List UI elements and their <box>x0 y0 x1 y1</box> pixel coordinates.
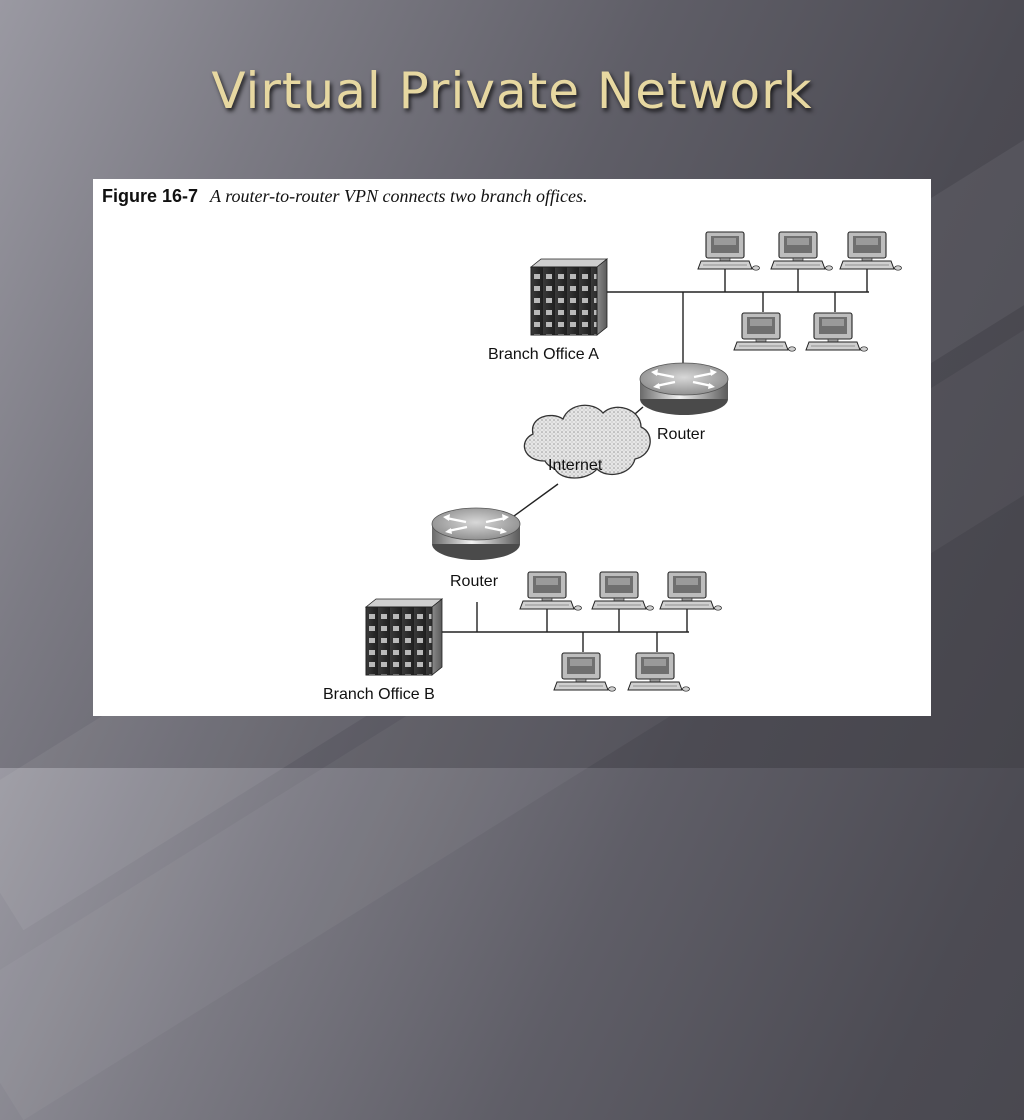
internet-cloud-icon <box>523 404 651 479</box>
computer-icon <box>770 231 834 271</box>
branch-b-building-icon <box>365 598 443 676</box>
branch-b-label: Branch Office B <box>323 686 435 703</box>
router-b-icon <box>430 506 522 562</box>
computer-icon <box>591 571 655 611</box>
router-b-label: Router <box>450 573 499 590</box>
figure-caption-text: A router-to-router VPN connects two bran… <box>210 186 588 206</box>
computer-icon <box>733 312 797 352</box>
figure-panel: Figure 16-7 A router-to-router VPN connec… <box>93 179 931 716</box>
computer-icon <box>697 231 761 271</box>
branch-a-label: Branch Office A <box>488 346 599 363</box>
computer-icon <box>627 652 691 692</box>
figure-caption: Figure 16-7 A router-to-router VPN connec… <box>102 186 587 207</box>
network-diagram: Branch Office A Router Internet Router <box>323 231 903 703</box>
branch-a-building-icon <box>530 258 608 336</box>
internet-label: Internet <box>548 457 603 474</box>
figure-number: Figure 16-7 <box>102 186 199 206</box>
branch-b-network <box>433 602 689 652</box>
computer-icon <box>659 571 723 611</box>
computer-icon <box>553 652 617 692</box>
computer-icon <box>805 312 869 352</box>
computer-icon <box>839 231 903 271</box>
slide-title: Virtual Private Network <box>211 62 813 120</box>
router-a-label: Router <box>657 426 706 443</box>
branch-a-network <box>598 269 869 367</box>
computer-icon <box>519 571 583 611</box>
router-a-icon <box>638 361 730 417</box>
